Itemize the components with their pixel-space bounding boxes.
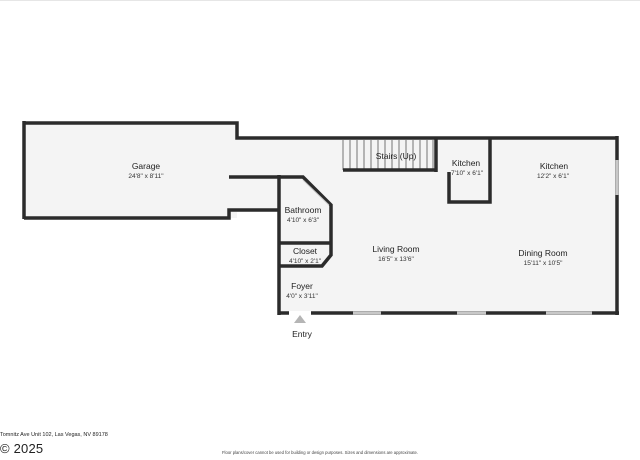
small-kitchen-label: Kitchen — [452, 158, 481, 168]
kitchen-label: Kitchen — [540, 161, 569, 171]
disclaimer-text: Floor plans/cover cannot be used for bui… — [222, 450, 418, 455]
living-room-dims: 16'5" x 13'6" — [378, 256, 414, 263]
room-labels: Garage 24'8" x 8'11" Stairs (Up) Kitchen… — [128, 151, 569, 339]
foyer-dims: 4'0" x 3'11" — [286, 293, 318, 300]
dining-room-dims: 15'11" x 10'5" — [524, 260, 563, 267]
closet-label: Closet — [293, 246, 318, 256]
kitchen-dims: 12'2" x 6'1" — [537, 173, 570, 180]
bathroom-dims: 4'10" x 6'3" — [287, 217, 320, 224]
garage-top-wall — [24, 121, 279, 140]
bathroom-wall — [279, 175, 333, 268]
garage-dims: 24'8" x 8'11" — [128, 173, 164, 180]
stairs-label: Stairs (Up) — [376, 151, 417, 161]
copyright-text: © 2025 — [0, 441, 44, 456]
entry-arrow-icon — [294, 315, 306, 323]
top-divider — [0, 0, 640, 1]
bathroom-label: Bathroom — [285, 205, 322, 215]
windows — [277, 141, 619, 315]
floor-fills — [24, 123, 617, 313]
garage-bottom-wall — [24, 208, 279, 220]
dining-room-label: Dining Room — [518, 248, 567, 258]
foyer-label: Foyer — [291, 281, 313, 291]
closet-dims: 4'10" x 2'1" — [289, 258, 322, 265]
entry-label: Entry — [292, 329, 313, 339]
stairs-treads — [342, 140, 434, 170]
property-address: Tomnitz Ave Unit 102, Las Vegas, NV 8917… — [0, 432, 108, 438]
small-kitchen-dims: 7'10" x 6'1" — [451, 170, 484, 177]
small-kitchen-wall — [447, 138, 492, 204]
living-room-label: Living Room — [372, 244, 419, 254]
bathroom-door-swing — [302, 179, 330, 206]
garage-label: Garage — [132, 161, 161, 171]
